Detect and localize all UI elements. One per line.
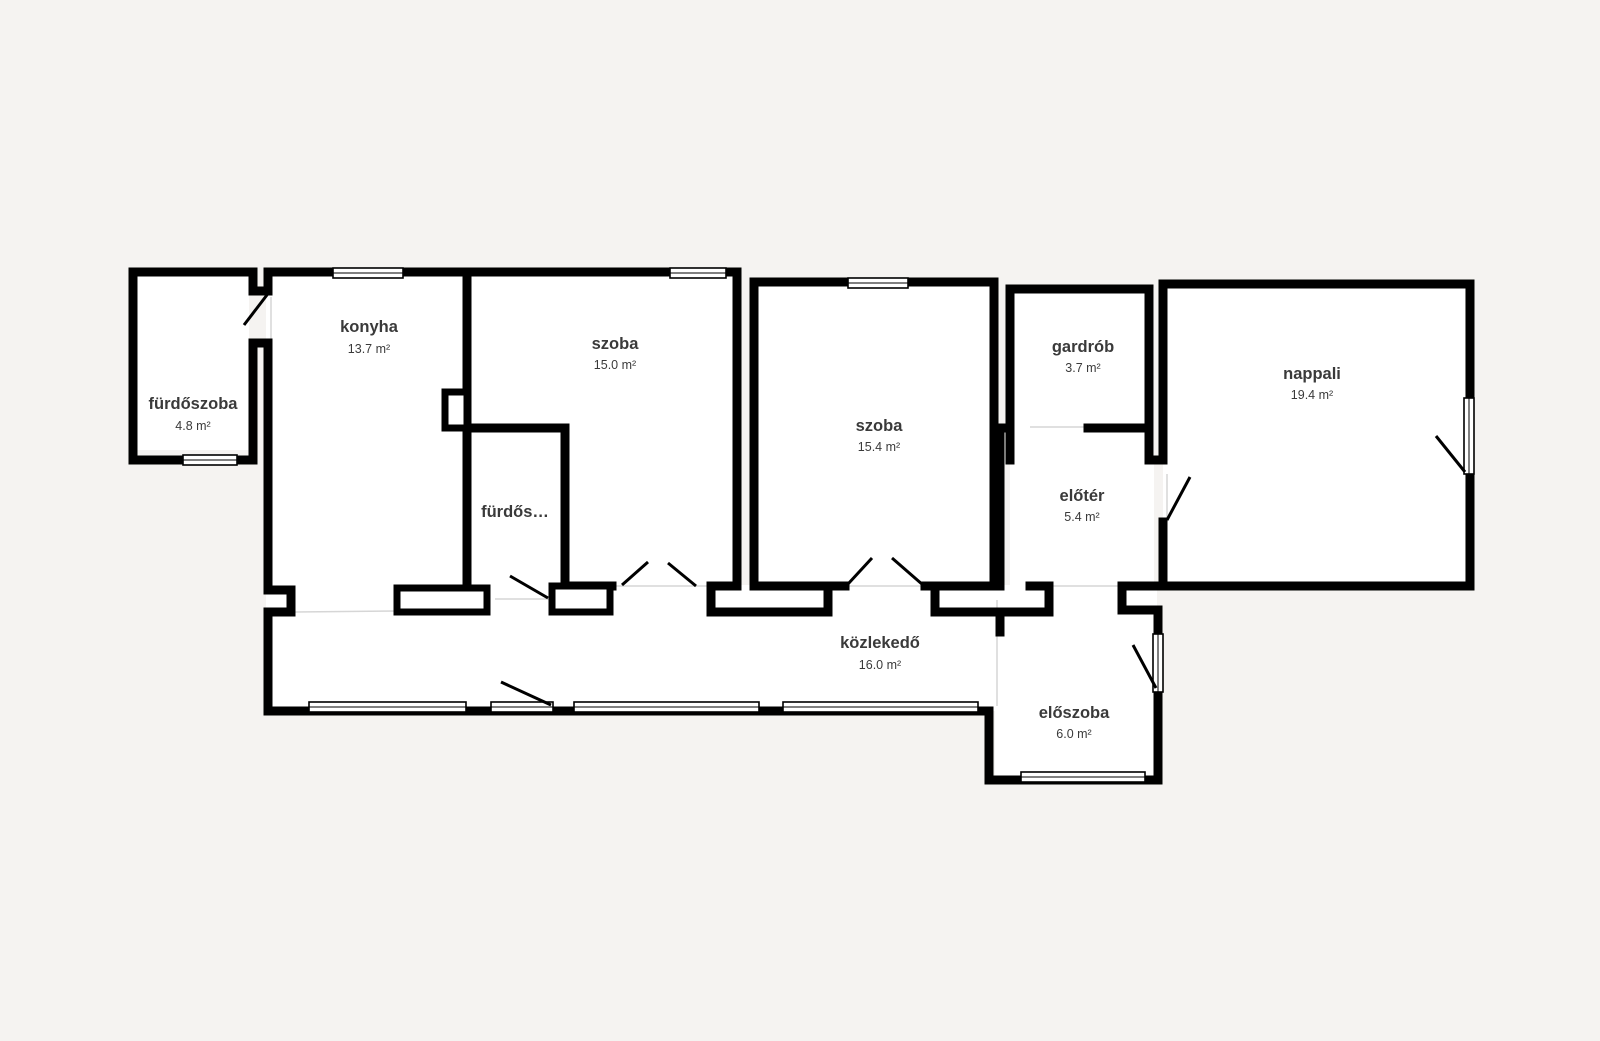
room-area: 5.4 m²	[1064, 510, 1099, 524]
room-name: nappali	[1283, 365, 1341, 383]
floor-areas	[133, 272, 1465, 780]
window	[1152, 633, 1164, 693]
room-labels: fürdőszoba 4.8 m² konyha 13.7 m² szoba 1…	[149, 318, 1341, 741]
room-area: 15.4 m²	[858, 440, 900, 454]
room-area: 13.7 m²	[348, 342, 390, 356]
door	[1434, 435, 1467, 473]
door	[509, 574, 549, 600]
room-name: fürdős…	[481, 503, 549, 521]
window	[182, 454, 238, 466]
room-name: gardrób	[1052, 338, 1114, 356]
room-openings	[270, 297, 1168, 706]
room-area: 4.8 m²	[175, 419, 210, 433]
room-label-furdoszoba-2: fürdős…	[481, 503, 549, 521]
door	[1131, 644, 1158, 689]
door	[891, 556, 924, 587]
room-area: 3.7 m²	[1065, 361, 1100, 375]
room-label-szoba-2: szoba 15.4 m²	[856, 417, 904, 454]
window	[782, 701, 979, 713]
room-label-kozlekedo: közlekedő 16.0 m²	[840, 634, 920, 672]
room-label-gardrob: gardrób 3.7 m²	[1052, 338, 1114, 375]
room-name: előszoba	[1039, 704, 1110, 722]
room-label-nappali: nappali 19.4 m²	[1283, 365, 1341, 402]
window	[1463, 397, 1475, 475]
door	[621, 560, 649, 587]
door	[500, 680, 552, 707]
room-area: 15.0 m²	[594, 358, 636, 372]
room-name: fürdőszoba	[149, 395, 239, 413]
windows	[182, 267, 1475, 783]
room-name: szoba	[592, 335, 640, 353]
window	[490, 701, 554, 713]
room-label-szoba: szoba 15.0 m²	[592, 335, 640, 372]
room-name: konyha	[340, 318, 399, 336]
room-area: 16.0 m²	[859, 658, 901, 672]
wall-blocks	[393, 388, 614, 616]
door	[242, 290, 272, 326]
window	[308, 701, 467, 713]
room-label-eloszoba: előszoba 6.0 m²	[1039, 704, 1110, 741]
door	[1165, 476, 1192, 521]
door	[667, 561, 697, 588]
room-name: szoba	[856, 417, 904, 435]
window	[332, 267, 404, 279]
room-area: 6.0 m²	[1056, 727, 1091, 741]
room-label-konyha: konyha 13.7 m²	[340, 318, 399, 356]
window	[669, 267, 727, 279]
window	[847, 277, 909, 289]
room-label-eloter: előtér 5.4 m²	[1060, 487, 1106, 524]
window	[573, 701, 760, 713]
room-area: 19.4 m²	[1291, 388, 1333, 402]
doors	[242, 290, 1467, 707]
window	[1020, 771, 1146, 783]
door	[846, 556, 874, 586]
room-name: közlekedő	[840, 634, 920, 652]
room-label-furdoszoba: fürdőszoba 4.8 m²	[149, 395, 239, 433]
room-name: előtér	[1060, 487, 1106, 505]
